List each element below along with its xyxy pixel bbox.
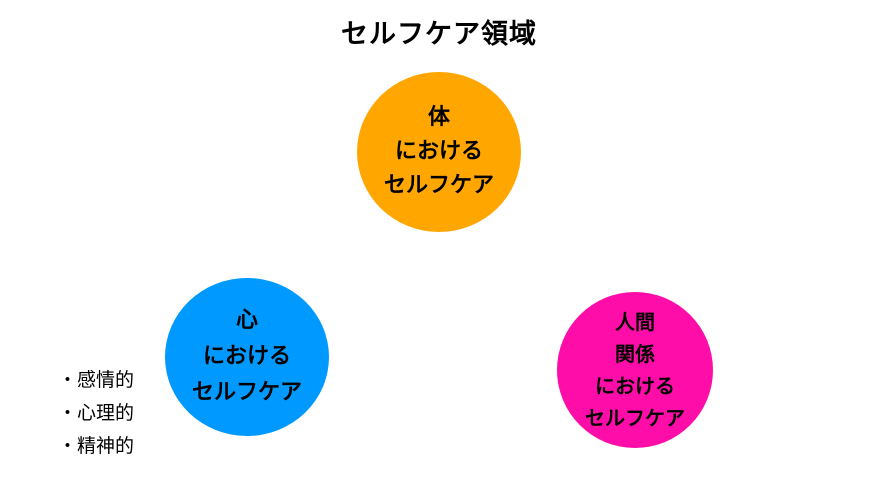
- circle-body-line-3: セルフケア: [383, 173, 494, 198]
- circle-relationships-line-2: 関係: [615, 342, 655, 366]
- mind-aspect-item: ・精神的: [58, 435, 135, 457]
- circle-mind-line-2: における: [202, 344, 291, 369]
- circle-relationships-selfcare: 人間 関係 における セルフケア: [557, 292, 713, 448]
- circle-body-line-1: 体: [427, 105, 450, 130]
- circle-relationships-line-4: セルフケア: [585, 406, 685, 430]
- circle-mind-line-1: 心: [235, 308, 258, 333]
- circle-body-line-2: における: [394, 139, 483, 164]
- diagram-title: セルフケア領域: [341, 19, 537, 50]
- mind-aspect-item: ・感情的: [58, 369, 135, 391]
- circle-mind-line-3: セルフケア: [191, 380, 302, 405]
- circle-body-selfcare: 体 における セルフケア: [357, 72, 521, 232]
- mind-aspect-item: ・心理的: [58, 402, 135, 424]
- mind-aspects-list: ・感情的 ・心理的 ・精神的: [58, 364, 134, 463]
- circle-relationships-line-1: 人間: [615, 310, 655, 334]
- circle-mind-selfcare: 心 における セルフケア: [165, 278, 329, 436]
- circle-relationships-line-3: における: [595, 374, 675, 398]
